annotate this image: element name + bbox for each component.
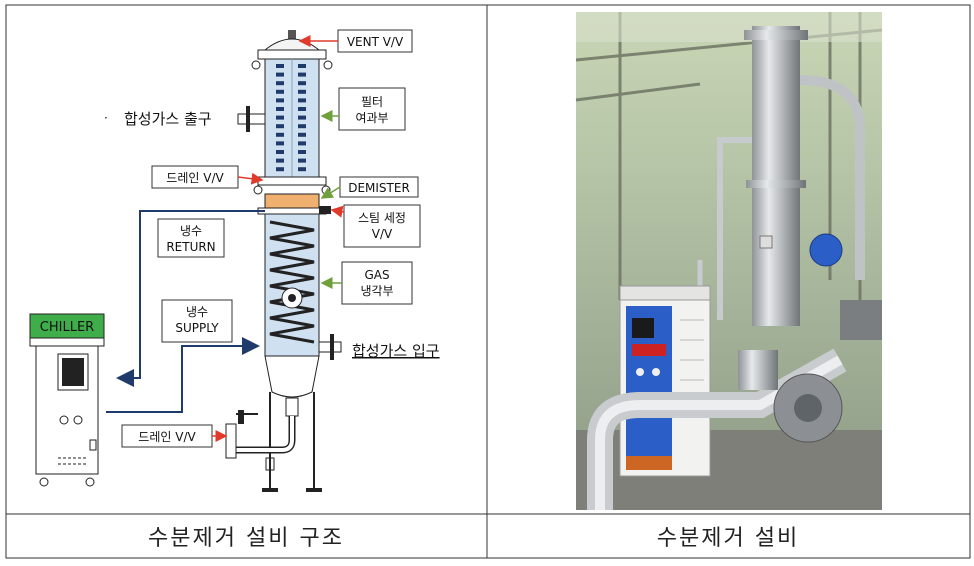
- filter-element-mark: [276, 81, 284, 86]
- filter-element-mark: [298, 107, 306, 111]
- gas-cooling-section: [264, 213, 320, 357]
- chiller-photo: MATH CHILLER: [619, 285, 711, 477]
- coolant-return-label-line2: RETURN: [166, 240, 215, 254]
- filter-element-mark: [276, 132, 284, 137]
- chiller-unit: [29, 337, 105, 487]
- filter-element-mark: [298, 132, 306, 137]
- demister-label: DEMISTER: [348, 181, 410, 195]
- drain-lower-label: 드레인 V/V: [138, 430, 196, 444]
- filter-element-mark: [298, 158, 306, 163]
- filter-element-mark: [276, 150, 284, 154]
- coolant-supply-label-line1: 냉수: [186, 305, 208, 319]
- filter-element-mark: [298, 81, 306, 86]
- filter-element-mark: [298, 141, 306, 146]
- drain-upper-label: 드레인 V/V: [166, 171, 224, 185]
- filter-label-line2: 여과부: [355, 111, 388, 125]
- structure-diagram: CHILLER VENT V/V 필터 여과부 · 합성가스 출구 드레인 V/…: [29, 29, 440, 492]
- vent-valve-label: VENT V/V: [347, 35, 404, 49]
- syngas-outlet-pipe: [237, 106, 266, 132]
- bullet: ·: [104, 111, 108, 125]
- equipment-photo: MATH CHILLER: [575, 12, 883, 510]
- chiller-label: CHILLER: [40, 320, 94, 335]
- filter-element-mark: [298, 89, 306, 94]
- filter-element-mark: [298, 64, 306, 68]
- filter-element-mark: [298, 167, 306, 172]
- syngas-inlet-pipe: [318, 334, 342, 360]
- filter-element-mark: [276, 115, 284, 120]
- table-grid: [5, 4, 971, 559]
- filter-element-mark: [276, 98, 284, 103]
- filter-element-mark: [298, 115, 306, 120]
- filter-element-mark: [298, 124, 306, 129]
- filter-element-mark: [276, 167, 284, 172]
- chiller-label-box: [29, 313, 105, 339]
- caption-left: 수분제거 설비 구조: [148, 526, 344, 551]
- column-photo: [752, 26, 800, 326]
- filter-element-mark: [276, 141, 284, 146]
- filter-element-mark: [276, 158, 284, 163]
- gas-cooling-label-line1: GAS: [364, 268, 389, 282]
- steam-wash-label-line1: 스팀 세정: [358, 211, 406, 225]
- filter-element-mark: [276, 89, 284, 94]
- filter-element-mark: [298, 150, 306, 154]
- filter-label-line1: 필터: [361, 95, 383, 109]
- caption-right: 수분제거 설비: [657, 526, 799, 551]
- gas-cooling-label-line2: 냉각부: [360, 284, 393, 298]
- filter-element-mark: [298, 72, 306, 77]
- syngas-inlet-label: 합성가스 입구: [352, 342, 440, 360]
- filter-element-mark: [276, 72, 284, 77]
- steam-wash-label-line2: V/V: [372, 227, 393, 241]
- syngas-outlet-label: 합성가스 출구: [124, 110, 212, 128]
- demister-pad: [264, 193, 320, 209]
- coolant-piping: [106, 210, 265, 413]
- filter-section: [264, 58, 320, 178]
- filter-element-mark: [276, 64, 284, 68]
- filter-element-mark: [298, 98, 306, 103]
- filter-element-mark: [276, 124, 284, 129]
- filter-element-mark: [276, 107, 284, 111]
- coolant-supply-label-line2: SUPPLY: [175, 321, 219, 335]
- coolant-return-label-line1: 냉수: [180, 224, 202, 238]
